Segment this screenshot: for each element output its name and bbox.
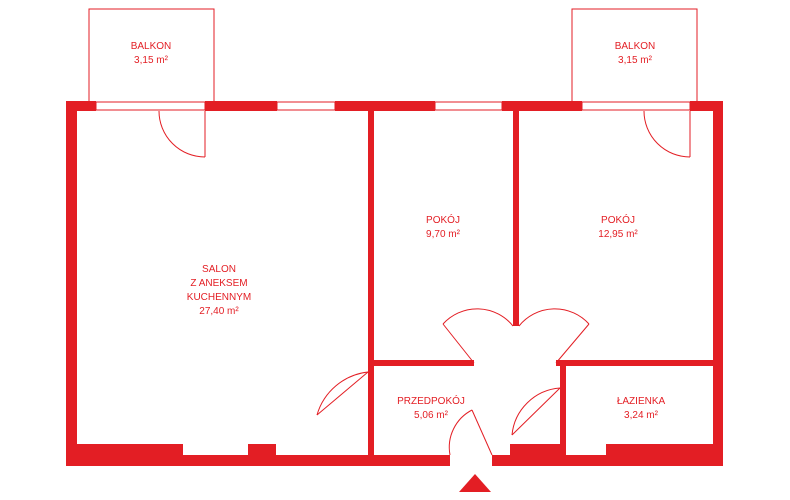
room-area: 3,15 m² xyxy=(134,55,168,66)
room-label-balkon-left: BALKON 3,15 m² xyxy=(131,40,172,68)
room-name: PRZEDPOKÓJ xyxy=(397,396,465,407)
room-name: ŁAZIENKA xyxy=(616,396,666,407)
room-area: 5,06 m² xyxy=(414,410,448,421)
entrance-arrow-icon xyxy=(459,474,491,492)
room-name-line: SALON xyxy=(202,264,236,275)
room-name-line: KUCHENNYM xyxy=(186,292,252,303)
room-name: BALKON xyxy=(614,41,656,52)
room-name: BALKON xyxy=(130,41,172,52)
room-label-lazienka: ŁAZIENKA 3,24 m² xyxy=(617,395,665,423)
door-swings xyxy=(158,110,691,456)
windows xyxy=(95,101,691,111)
room-name: POKÓJ xyxy=(601,215,635,226)
room-area: 3,15 m² xyxy=(618,55,652,66)
room-name-line: Z ANEKSEM xyxy=(190,278,248,289)
room-area: 27,40 m² xyxy=(199,306,239,317)
room-name: POKÓJ xyxy=(426,215,460,226)
balcony-outlines xyxy=(88,8,698,103)
room-area: 3,24 m² xyxy=(624,410,658,421)
room-area: 12,95 m² xyxy=(598,229,638,240)
room-label-pokoj-1: POKÓJ 9,70 m² xyxy=(426,214,460,242)
room-label-pokoj-2: POKÓJ 12,95 m² xyxy=(598,214,637,242)
room-label-salon: SALON Z ANEKSEM KUCHENNYM 27,40 m² xyxy=(187,263,251,319)
interior-walls xyxy=(368,111,713,456)
room-label-przedpokoj: PRZEDPOKÓJ 5,06 m² xyxy=(397,395,465,423)
outer-walls xyxy=(66,101,723,466)
room-area: 9,70 m² xyxy=(426,229,460,240)
room-label-balkon-right: BALKON 3,15 m² xyxy=(615,40,656,68)
